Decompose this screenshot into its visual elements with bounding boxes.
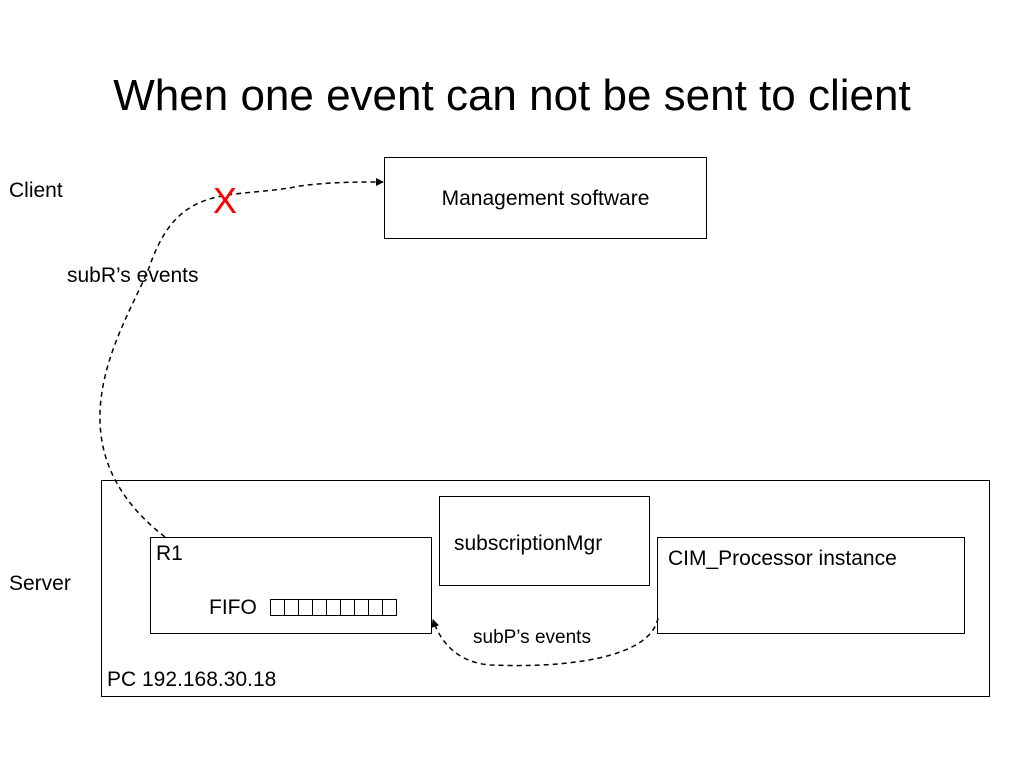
management-software-box: Management software [384,157,707,239]
subr-events-label: subR’s events [67,264,199,287]
pc-address-label: PC 192.168.30.18 [107,668,277,691]
r1-box: R1 FIFO [150,537,432,634]
fifo-cell [284,599,299,616]
fifo-cell [312,599,327,616]
client-label: Client [9,179,63,202]
fifo-cell [368,599,383,616]
fifo-cell [340,599,355,616]
fifo-queue [270,599,397,616]
subp-events-label: subP’s events [473,627,591,648]
fifo-cell [298,599,313,616]
subscription-mgr-box: subscriptionMgr [439,496,650,586]
cim-processor-label: CIM_Processor instance [668,547,897,570]
fifo-cell [354,599,369,616]
fifo-cell [382,599,397,616]
management-software-label: Management software [441,187,650,210]
cim-processor-box: CIM_Processor instance [657,537,965,634]
server-label: Server [9,572,71,595]
fifo-label: FIFO [209,596,257,619]
fifo-cell [270,599,285,616]
r1-label: R1 [156,542,183,565]
slide-title: When one event can not be sent to client [113,71,911,120]
send-failure-x-icon: X [213,180,238,221]
subscription-mgr-label: subscriptionMgr [454,532,603,555]
fifo-cell [326,599,341,616]
